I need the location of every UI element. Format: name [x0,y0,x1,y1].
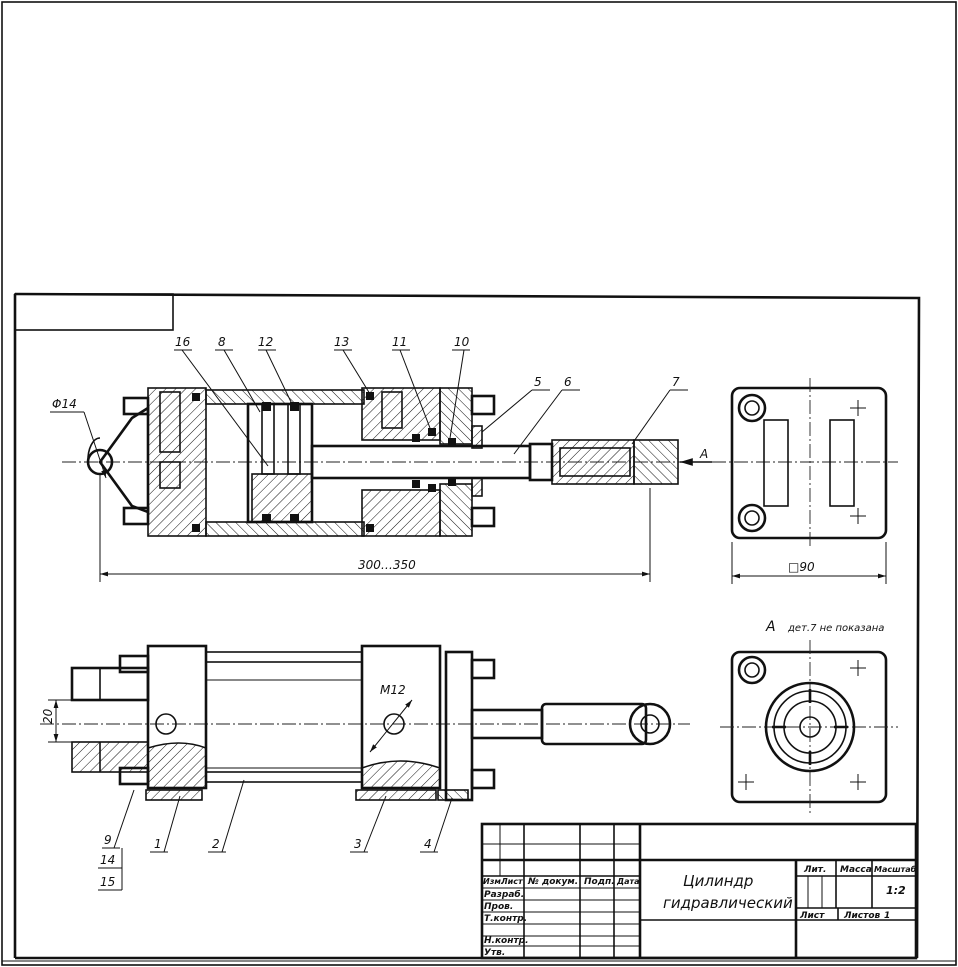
leader-16: 16 [175,335,191,349]
tb-row-utv: Утв. [484,948,505,958]
tb-listov: Листов [843,911,881,921]
leader-13: 13 [334,335,349,349]
tb-masshtab: Масштаб [874,864,917,874]
title-block: Изм. Лист № докум. Подп. Дата Разраб. Пр… [480,822,918,960]
tb-row-tkontr: Т.контр. [484,914,527,924]
tb-title-line2: гидравлический [663,894,793,912]
tb-scale: 1:2 [886,884,906,897]
part-leaders-bottom: 9 14 15 1 2 3 4 [98,779,453,891]
tb-col-list: Лист [500,877,524,886]
view-a: А дет.7 не показана [720,619,898,814]
plan-view: M12 20 [40,644,690,802]
part-leaders-top: 16 8 12 13 11 10 5 6 7 [174,335,688,467]
leader-4: 4 [424,837,432,851]
end-view-top: □90 [712,378,898,584]
leader-15: 15 [100,875,115,889]
leader-6: 6 [564,375,572,389]
leader-14: 14 [100,853,115,867]
tb-list: Лист [799,911,825,921]
view-a-note: дет.7 не показана [787,623,884,634]
leader-12: 12 [258,335,273,349]
dim-eye-diameter: Φ14 [52,397,77,411]
tb-col-date: Дата [616,877,640,886]
leader-10: 10 [454,335,470,349]
dim-thread: M12 [380,683,406,697]
leader-11: 11 [392,335,407,349]
tb-row-nkontr: Н.контр. [484,936,529,946]
tb-col-docnum: № докум. [527,877,578,887]
tb-col-sign: Подп. [584,877,615,887]
dim-height: 20 [41,708,55,724]
view-a-letter: А [765,619,776,635]
tb-lit: Лит. [803,865,826,875]
leader-8: 8 [218,335,226,349]
tb-row-prov: Пров. [484,902,513,912]
leader-1: 1 [154,837,162,851]
dim-length: 300…350 [358,558,416,572]
tb-row-razrab: Разраб. [484,889,524,900]
tb-col-izm: Изм. [483,877,504,886]
dim-square: □90 [788,560,815,574]
tb-listov-value: 1 [884,911,890,921]
leader-7: 7 [672,375,680,389]
leader-5: 5 [534,375,542,389]
leader-9: 9 [104,833,112,847]
leader-2: 2 [212,837,220,851]
front-section-view: А Φ14 300…350 [50,387,712,582]
leader-3: 3 [354,837,362,851]
view-arrow-label: А [699,447,708,461]
tb-title-line1: Цилиндр [683,872,753,890]
tb-massa: Масса [840,865,872,875]
